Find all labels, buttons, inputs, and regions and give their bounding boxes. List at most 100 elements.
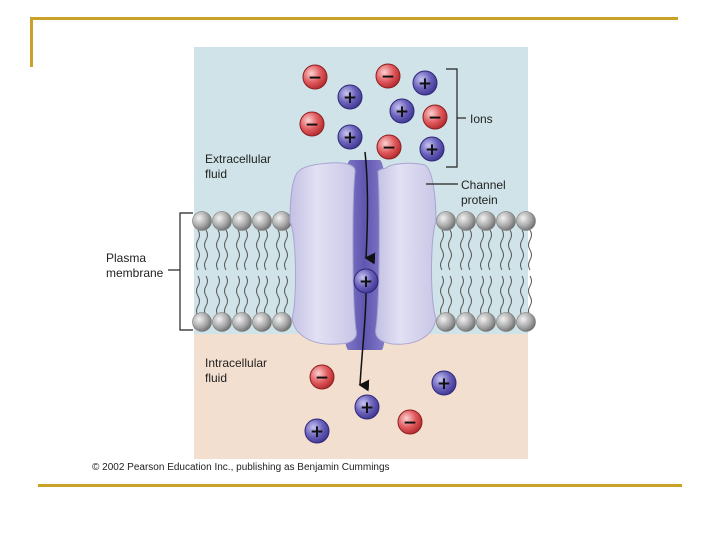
- lipid-tail: [480, 229, 484, 317]
- phospholipid-head: [516, 211, 536, 231]
- lipid-tail: [204, 229, 208, 317]
- cation: +: [354, 394, 380, 420]
- phospholipid-head: [456, 312, 476, 332]
- positive-sign: +: [310, 422, 324, 442]
- phospholipid-head: [496, 211, 516, 231]
- cation-sphere: [354, 394, 380, 420]
- phospholipid-head: [436, 312, 456, 332]
- negative-sign: −: [403, 413, 417, 433]
- phospholipid-head: [476, 211, 496, 231]
- phospholipid-head: [476, 312, 496, 332]
- cation-sphere: [353, 268, 379, 294]
- anion-sphere: [422, 104, 448, 130]
- cation: +: [337, 84, 363, 110]
- intracellular-label-line1: Intracellular: [205, 356, 267, 370]
- plasma-membrane-label-line2: membrane: [106, 266, 164, 280]
- positive-sign: +: [437, 374, 451, 394]
- lipid-tail: [448, 229, 452, 317]
- lipid-tail: [508, 229, 512, 317]
- phospholipid-head: [232, 211, 252, 231]
- phospholipid-heads: [192, 211, 536, 332]
- cation: +: [419, 136, 445, 162]
- anion-sphere: [302, 64, 328, 90]
- phospholipid-head: [252, 211, 272, 231]
- cation: +: [389, 98, 415, 124]
- phospholipid-head: [516, 312, 536, 332]
- negative-sign: −: [381, 67, 395, 87]
- channel-protein-label-line1: Channel: [461, 178, 506, 192]
- lipid-tail: [216, 229, 220, 317]
- positive-sign: +: [343, 88, 357, 108]
- phospholipid-head: [456, 211, 476, 231]
- ions-label: Ions: [470, 112, 493, 126]
- anion-sphere: [375, 63, 401, 89]
- phospholipid-head: [252, 312, 272, 332]
- phospholipid-head: [436, 211, 456, 231]
- channel-protein: [289, 160, 437, 350]
- cation-sphere: [431, 370, 457, 396]
- slide-frame-top-line: [30, 17, 678, 20]
- ion-path-arrow-lower: [358, 291, 370, 392]
- lipid-tail: [500, 229, 504, 317]
- phospholipid-head: [192, 312, 212, 332]
- lipid-tails: [196, 229, 532, 317]
- anion: −: [375, 63, 401, 89]
- negative-sign: −: [308, 68, 322, 88]
- plasma-membrane-label-line1: Plasma: [106, 251, 146, 265]
- positive-sign: +: [343, 128, 357, 148]
- channel-subunit-left: [289, 162, 357, 345]
- lipid-tail: [264, 229, 268, 317]
- anion: −: [309, 364, 335, 390]
- phospholipid-head: [496, 312, 516, 332]
- anion-sphere: [376, 134, 402, 160]
- lipid-tail: [244, 229, 248, 317]
- cation-sphere: [412, 70, 438, 96]
- cation: +: [412, 70, 438, 96]
- lipid-tail: [284, 229, 288, 317]
- lipid-tail: [256, 229, 260, 317]
- cation: +: [353, 268, 379, 294]
- lipid-tail: [236, 229, 240, 317]
- lipid-tail: [488, 229, 492, 317]
- positive-sign: +: [360, 398, 374, 418]
- phospholipid-head: [272, 211, 292, 231]
- cation-sphere: [389, 98, 415, 124]
- membrane-bracket: [179, 212, 193, 331]
- cation: +: [337, 124, 363, 150]
- cation: +: [431, 370, 457, 396]
- negative-sign: −: [382, 138, 396, 158]
- lipid-tail: [520, 229, 524, 317]
- anion-sphere: [309, 364, 335, 390]
- lipid-tail: [276, 229, 280, 317]
- anion: −: [397, 409, 423, 435]
- lipid-tail: [460, 229, 464, 317]
- phospholipid-head: [212, 211, 232, 231]
- cation: +: [304, 418, 330, 444]
- slide-frame-bottom-line: [38, 484, 682, 487]
- phospholipid-head: [232, 312, 252, 332]
- lipid-tail: [468, 229, 472, 317]
- cation-sphere: [337, 84, 363, 110]
- intracellular-label-line2: fluid: [205, 371, 227, 385]
- positive-sign: +: [418, 74, 432, 94]
- lipid-tail: [528, 229, 532, 317]
- positive-sign: +: [359, 272, 373, 292]
- lipid-tail: [224, 229, 228, 317]
- phospholipid-head: [272, 312, 292, 332]
- phospholipid-head: [212, 312, 232, 332]
- cation-sphere: [304, 418, 330, 444]
- extracellular-label-line1: Extracellular: [205, 152, 271, 166]
- anion: −: [302, 64, 328, 90]
- ion-path-arrow-upper: [364, 151, 376, 265]
- anion-sphere: [299, 111, 325, 137]
- negative-sign: −: [315, 368, 329, 388]
- negative-sign: −: [428, 108, 442, 128]
- anion: −: [299, 111, 325, 137]
- lipid-tail: [196, 229, 200, 317]
- copyright-text: © 2002 Pearson Education Inc., publishin…: [92, 462, 390, 473]
- negative-sign: −: [305, 115, 319, 135]
- channel-subunit-right: [375, 162, 437, 345]
- positive-sign: +: [395, 102, 409, 122]
- cation-sphere: [337, 124, 363, 150]
